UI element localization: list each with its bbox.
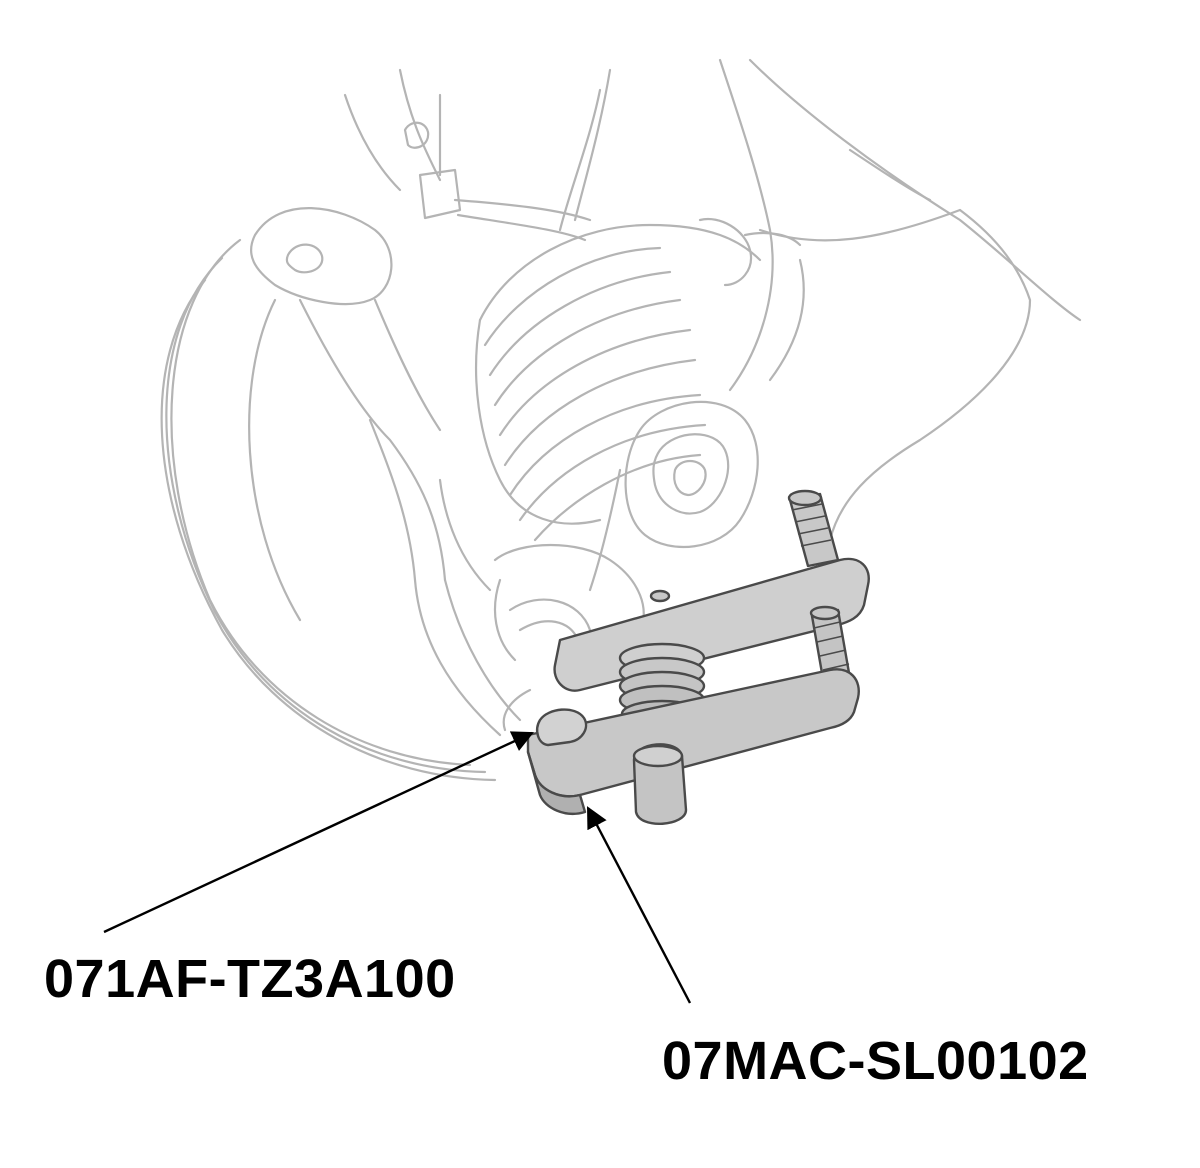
ball-joint-remover-tool — [526, 489, 870, 826]
tool-number-label-a: 071AF-TZ3A100 — [44, 949, 456, 1009]
knuckle-line-art — [160, 58, 1082, 782]
arrow-to-tool-b — [586, 806, 692, 1004]
arrow-to-tool-a — [103, 731, 534, 934]
leader-arrows — [103, 731, 692, 1004]
tool-number-label-b: 07MAC-SL00102 — [662, 1031, 1089, 1091]
